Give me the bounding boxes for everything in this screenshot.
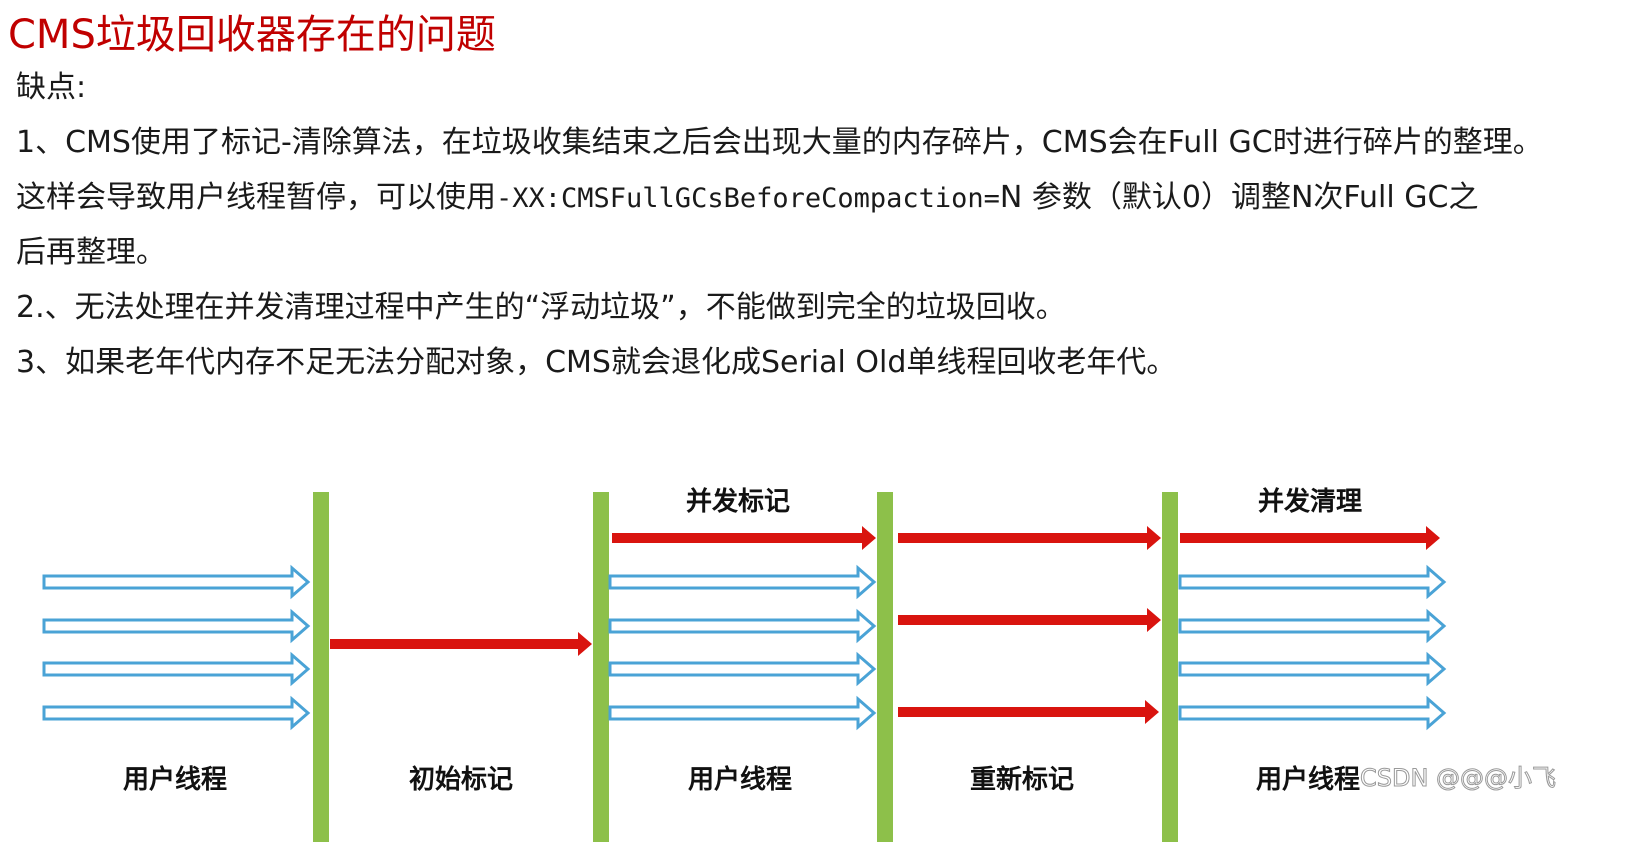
user-thread-arrow bbox=[1178, 695, 1447, 731]
point-2: 2.、无法处理在并发清理过程中产生的“浮动垃圾”，不能做到完全的垃圾回收。 bbox=[16, 290, 1066, 325]
phase-separator-bar bbox=[877, 492, 893, 842]
user-thread-arrow bbox=[1178, 564, 1447, 600]
user-thread-arrow bbox=[42, 564, 311, 600]
user-thread-arrow bbox=[42, 608, 311, 644]
page-title: CMS垃圾回收器存在的问题 bbox=[8, 12, 496, 58]
phase-label-remark: 重新标记 bbox=[970, 764, 1074, 795]
user-thread-arrow bbox=[1178, 651, 1447, 687]
user-thread-arrow bbox=[608, 608, 877, 644]
user-thread-arrows-phase-1 bbox=[42, 564, 311, 731]
phase-label-user-thread-3: 用户线程 bbox=[1256, 764, 1360, 795]
drawbacks-heading: 缺点: bbox=[16, 70, 87, 105]
point-1-line-1: 1、CMS使用了标记-清除算法，在垃圾收集结束之后会出现大量的内存碎片，CMS会… bbox=[16, 125, 1543, 160]
remark-arrow bbox=[898, 608, 1161, 632]
phase-separator-bar bbox=[593, 492, 609, 842]
jvm-flag-code: -XX:CMSFullGCsBeforeCompaction= bbox=[496, 183, 1000, 214]
concurrent-mark-arrow bbox=[612, 526, 876, 550]
concurrent-sweep-label: 并发清理 bbox=[1258, 486, 1362, 517]
point-3: 3、如果老年代内存不足无法分配对象，CMS就会退化成Serial Old单线程回… bbox=[16, 345, 1177, 380]
concurrent-mark-label: 并发标记 bbox=[686, 486, 790, 517]
remark-arrow bbox=[898, 700, 1159, 724]
point-1-line-2-suffix: N 参数（默认0）调整N次Full GC之 bbox=[999, 180, 1479, 215]
remark-arrow bbox=[898, 526, 1161, 550]
phase-label-initial-mark: 初始标记 bbox=[409, 765, 513, 795]
initial-mark-arrow bbox=[330, 632, 592, 656]
user-thread-arrow bbox=[42, 651, 311, 687]
user-thread-arrow bbox=[608, 564, 877, 600]
gc-thread-arrows bbox=[330, 526, 1440, 724]
user-thread-arrow bbox=[42, 695, 311, 731]
phase-label-user-thread-1: 用户线程 bbox=[123, 764, 227, 795]
point-1-line-3: 后再整理。 bbox=[16, 235, 166, 270]
concurrent-sweep-arrow bbox=[1180, 526, 1440, 550]
cms-phase-diagram: 并发标记 并发清理 用户线程 初始标记 用户线程 重新标记 用户线程 CSDN … bbox=[42, 486, 1557, 842]
csdn-watermark: CSDN @@@小飞 bbox=[1360, 764, 1556, 792]
user-thread-arrows-phase-3 bbox=[608, 564, 877, 731]
user-thread-arrow bbox=[608, 651, 877, 687]
point-1-line-2: 这样会导致用户线程暂停，可以使用-XX:CMSFullGCsBeforeComp… bbox=[16, 172, 1478, 216]
phase-label-user-thread-2: 用户线程 bbox=[688, 764, 792, 795]
user-thread-arrows-phase-5 bbox=[1178, 564, 1447, 731]
user-thread-arrow bbox=[608, 695, 877, 731]
phase-separator-bar bbox=[313, 492, 329, 842]
point-1-line-2-prefix: 这样会导致用户线程暂停，可以使用 bbox=[16, 180, 496, 215]
phase-separator-bar bbox=[1162, 492, 1178, 842]
user-thread-arrow bbox=[1178, 608, 1447, 644]
